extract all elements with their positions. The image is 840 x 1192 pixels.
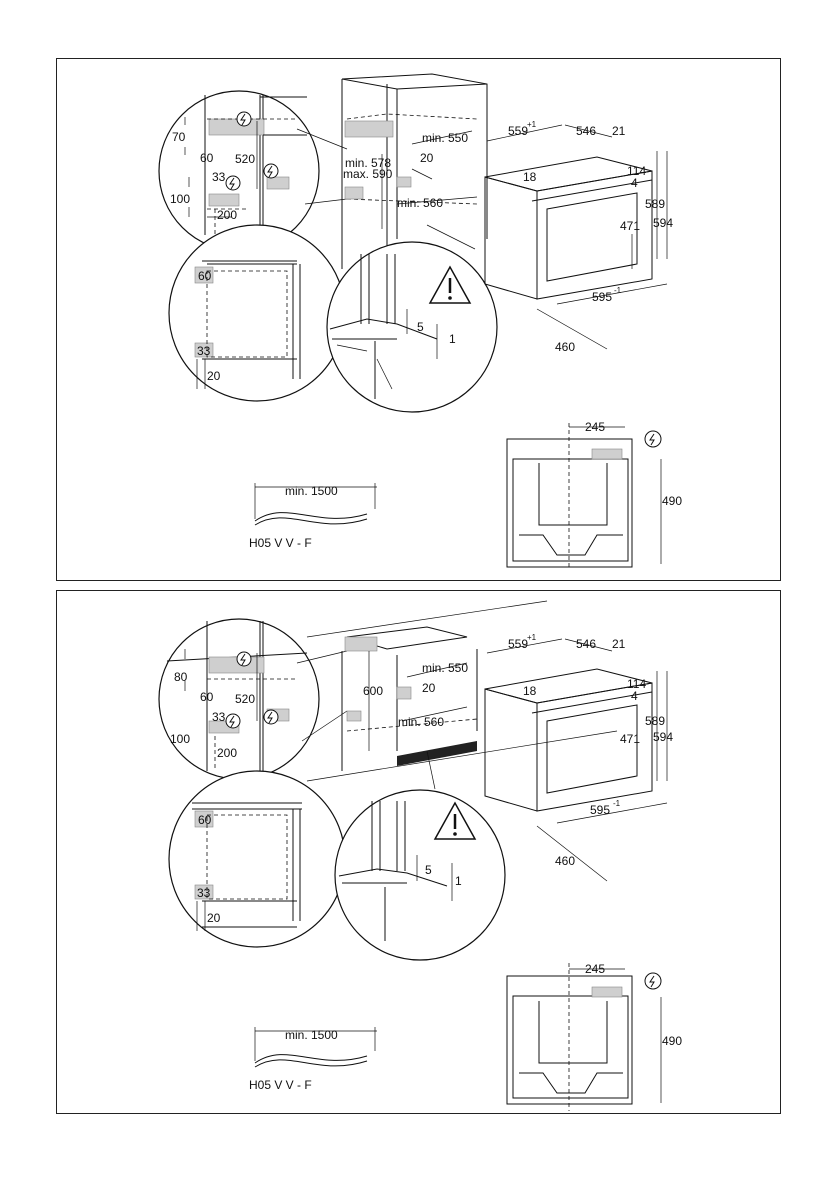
- dim-label: 1: [455, 874, 462, 888]
- dim-label: +1: [527, 120, 537, 129]
- detail-circle-bottom-left: 60 33 20: [169, 771, 345, 947]
- dim-label: min. 560: [398, 715, 444, 729]
- oven-rear-view: 245 490: [507, 420, 682, 567]
- dim-label: 4: [631, 176, 638, 190]
- dim-label: 471: [620, 732, 640, 746]
- dim-label: 33: [197, 344, 211, 358]
- power-lightning-icon: [226, 176, 240, 190]
- dim-label: 21: [612, 637, 626, 651]
- dim-label: 18: [523, 684, 537, 698]
- dim-label: 595: [592, 290, 612, 304]
- tall-cabinet-drawing: min. 550 20 min. 578 max. 590 min. 560: [342, 74, 487, 269]
- dim-label: 70: [172, 130, 186, 144]
- dim-label: 33: [197, 886, 211, 900]
- dim-label: 594: [653, 730, 673, 744]
- power-cable-drawing: min. 1500 H05 V V - F: [249, 1027, 377, 1092]
- dim-label: 594: [653, 216, 673, 230]
- dim-label: 60: [198, 269, 212, 283]
- dim-label: 460: [555, 854, 575, 868]
- oven-dimension-drawing: 559 +1 546 21 18 114 4 471 589 594 595 -…: [485, 633, 673, 881]
- dim-label: 245: [585, 420, 605, 434]
- detail-circle-floor: 5 1: [327, 242, 497, 412]
- power-lightning-icon: [645, 431, 661, 447]
- dim-label: 589: [645, 197, 665, 211]
- dim-label: 460: [555, 340, 575, 354]
- dim-label: 18: [523, 170, 537, 184]
- dim-label: 5: [425, 863, 432, 877]
- dim-label: 21: [612, 124, 626, 138]
- dim-label: 80: [174, 670, 188, 684]
- power-lightning-icon: [226, 714, 240, 728]
- power-cable-drawing: min. 1500 H05 V V - F: [249, 483, 377, 550]
- oven-rear-view: 245 490: [507, 962, 682, 1111]
- dim-label: 546: [576, 637, 596, 651]
- cable-length-label: min. 1500: [285, 1028, 338, 1042]
- dim-label: 60: [200, 690, 214, 704]
- dim-label: 100: [170, 732, 190, 746]
- dim-label: 490: [662, 1034, 682, 1048]
- dim-label: 490: [662, 494, 682, 508]
- detail-circle-floor: 5 1: [335, 790, 505, 960]
- dim-label: 33: [212, 710, 226, 724]
- dim-label: min. 550: [422, 131, 468, 145]
- dim-label: max. 590: [343, 167, 393, 181]
- panel-under-worktop-install: 80 60 520 33 100 200 60 33 20: [56, 590, 781, 1114]
- dim-label: min. 550: [422, 661, 468, 675]
- dim-label: 60: [198, 813, 212, 827]
- power-lightning-icon: [237, 112, 251, 126]
- power-lightning-icon: [264, 710, 278, 724]
- dim-label: 589: [645, 714, 665, 728]
- dim-label: 4: [631, 689, 638, 703]
- dim-label: 5: [417, 320, 424, 334]
- dim-label: 595: [590, 803, 610, 817]
- dim-label: 546: [576, 124, 596, 138]
- cable-length-label: min. 1500: [285, 484, 338, 498]
- dim-label: 559: [508, 124, 528, 138]
- power-lightning-icon: [237, 652, 251, 666]
- dim-label: -1: [613, 799, 621, 808]
- dim-label: 520: [235, 692, 255, 706]
- power-lightning-icon: [645, 973, 661, 989]
- detail-circle-bottom-left: 60 33 20: [169, 225, 345, 401]
- dim-label: 33: [212, 170, 226, 184]
- power-lightning-icon: [264, 164, 278, 178]
- dim-label: 471: [620, 219, 640, 233]
- installation-diagram-tall: 70 60 520 33 100 200 60 33 20: [57, 59, 782, 582]
- dim-label: 200: [217, 208, 237, 222]
- dim-label: 520: [235, 152, 255, 166]
- dim-label: -1: [614, 286, 622, 295]
- dim-label: +1: [527, 633, 537, 642]
- dim-label: 559: [508, 637, 528, 651]
- dim-label: 20: [207, 911, 221, 925]
- panel-tall-cabinet-install: 70 60 520 33 100 200 60 33 20: [56, 58, 781, 581]
- dim-label: 60: [200, 151, 214, 165]
- dim-label: 20: [422, 681, 436, 695]
- cable-type-label: H05 V V - F: [249, 536, 312, 550]
- dim-label: 20: [420, 151, 434, 165]
- cable-type-label: H05 V V - F: [249, 1078, 312, 1092]
- dim-label: min. 560: [397, 196, 443, 210]
- dim-label: 100: [170, 192, 190, 206]
- dim-label: 20: [207, 369, 221, 383]
- oven-dimension-drawing: 559 +1 546 21 18 114 4 471 589 594 595 -…: [485, 120, 673, 354]
- dim-label: 245: [585, 962, 605, 976]
- dim-label: 1: [449, 332, 456, 346]
- dim-label: 600: [363, 684, 383, 698]
- installation-diagram-worktop: 80 60 520 33 100 200 60 33 20: [57, 591, 782, 1115]
- base-cabinet-drawing: min. 550 20 600 min. 560: [342, 637, 477, 771]
- dim-label: 200: [217, 746, 237, 760]
- detail-circle-top: 80 60 520 33 100 200: [159, 619, 319, 779]
